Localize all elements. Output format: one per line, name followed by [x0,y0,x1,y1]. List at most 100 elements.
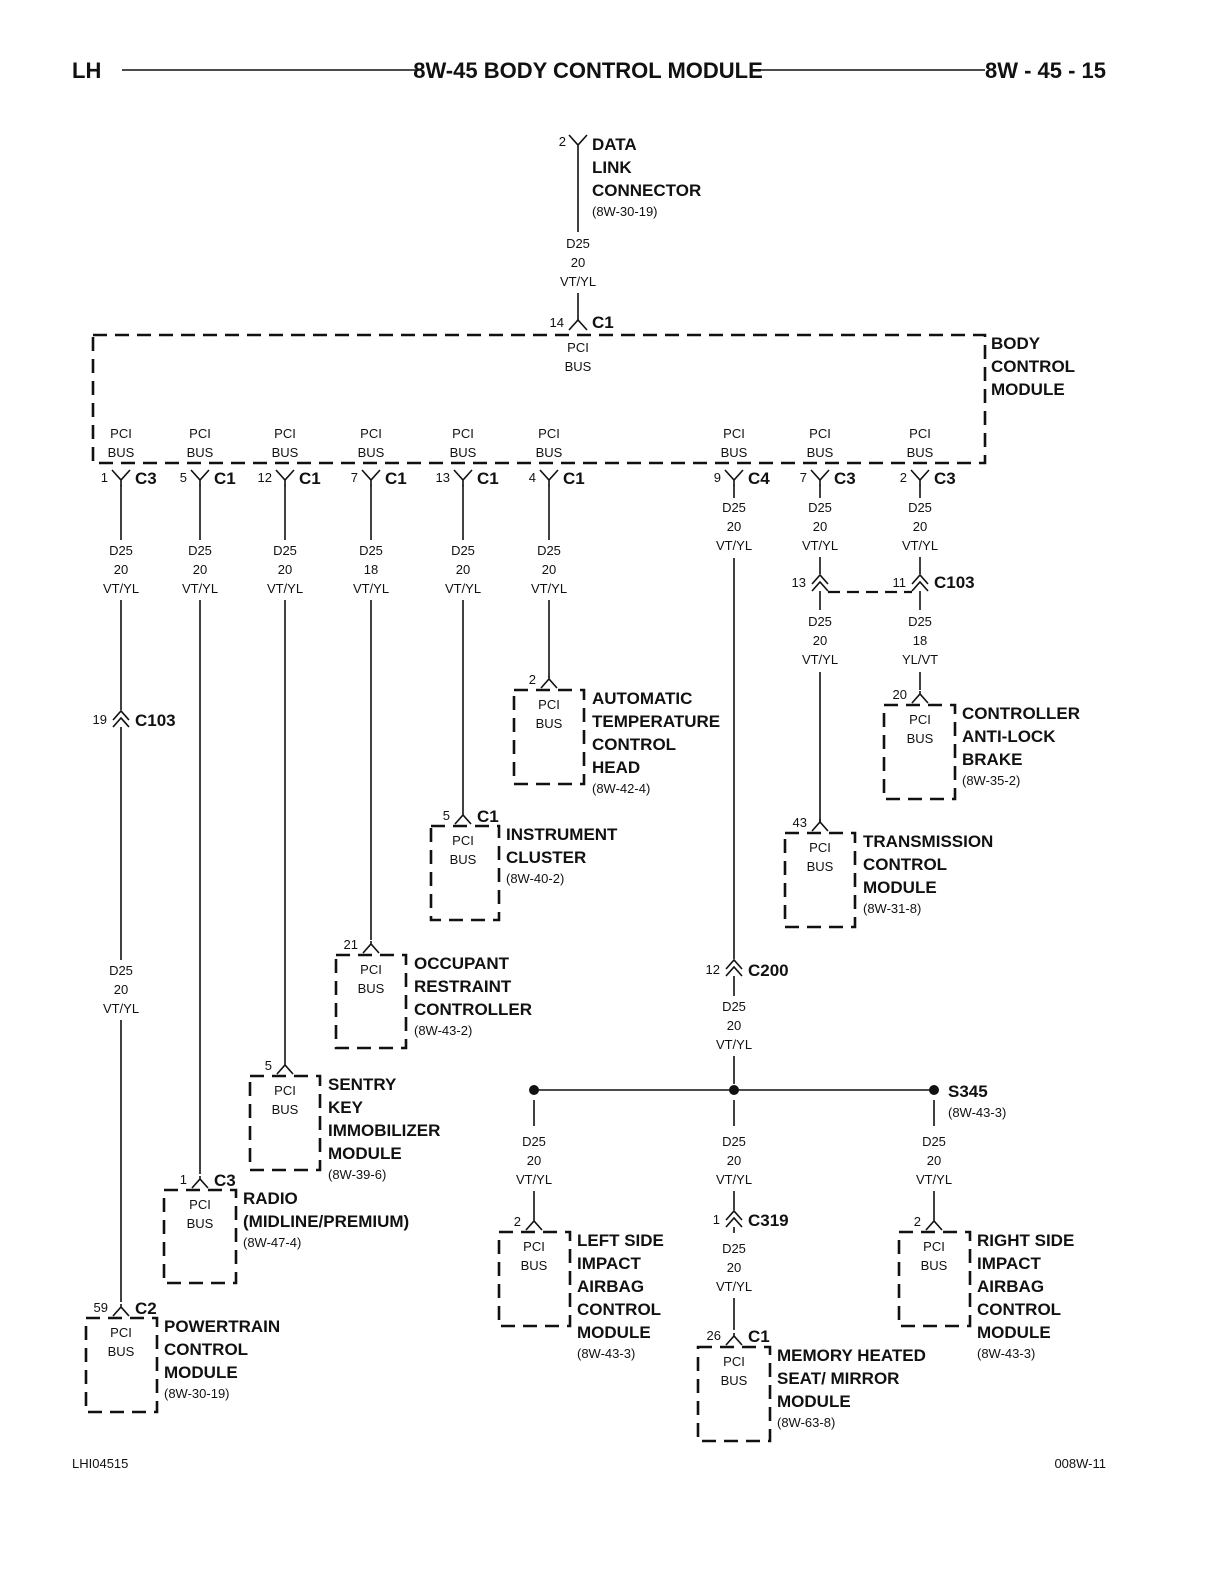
module-name-line: AIRBAG [977,1277,1044,1296]
svg-text:YL/VT: YL/VT [902,652,938,667]
module-pci: PCI [360,962,382,977]
svg-text:VT/YL: VT/YL [103,1001,139,1016]
splice-dot-center [729,1085,739,1095]
module-pin: 59 [94,1300,108,1315]
wire-label-splice-center: D25 20 VT/YL [716,1134,752,1187]
module-bus: BUS [108,1344,135,1359]
bcm-pin-bus: BUS [536,445,563,460]
c103-right-connector-a [811,573,829,592]
wire-label-7b: D25 20 VT/YL [716,999,752,1052]
svg-text:VT/YL: VT/YL [103,581,139,596]
bcm-pin-conn: C1 [563,469,585,488]
module-name-line: RESTRAINT [414,977,512,996]
body-control-module-box [91,333,987,465]
module-box [84,1316,159,1414]
module-pin: 26 [707,1328,721,1343]
module-connector [362,941,380,954]
bcm-pin-number: 7 [351,470,358,485]
bcm-top-conn: C1 [592,313,614,332]
svg-text:VT/YL: VT/YL [716,538,752,553]
module-name-line: RADIO [243,1189,298,1208]
footer-left: LHI04515 [72,1456,129,1471]
module-name-line: TRANSMISSION [863,832,993,851]
bcm-pin-pci: PCI [452,426,474,441]
bcm-top-bus: BUS [565,359,592,374]
module-pci: PCI [538,697,560,712]
svg-text:20: 20 [114,982,128,997]
header-left: LH [72,58,101,83]
bcm-pin-number: 1 [101,470,108,485]
module-conn: C3 [214,1171,236,1190]
svg-text:D25: D25 [722,1134,746,1149]
module-pin: 1 [180,1172,187,1187]
splice-ref: (8W-43-3) [948,1105,1006,1120]
c103-left-pin: 19 [93,712,107,727]
bcm-pin-pci: PCI [909,426,931,441]
c103-right-pin-b: 11 [893,575,907,590]
module-box [429,824,501,922]
bcm-pin-connector [724,469,744,486]
svg-text:20: 20 [456,562,470,577]
module-connector [911,691,929,704]
svg-text:VT/YL: VT/YL [531,581,567,596]
bcm-pin-number: 5 [180,470,187,485]
wire-label-5: D25 20 VT/YL [445,543,481,596]
module-name-line: MODULE [977,1323,1051,1342]
module-name-line: AUTOMATIC [592,689,692,708]
module-ref: (8W-35-2) [962,773,1020,788]
bcm-pin-conn: C3 [135,469,157,488]
header-page: 8W - 45 - 15 [985,58,1106,83]
c103-right-pin-a: 13 [792,575,806,590]
module-pin: 20 [893,687,907,702]
wire-label-splice-center-2: D25 20 VT/YL [716,1241,752,1294]
bcm-pin-number: 2 [900,470,907,485]
c103-left-connector [112,709,130,728]
module-name-line: AIRBAG [577,1277,644,1296]
svg-text:(8W-30-19): (8W-30-19) [592,204,658,219]
module-connector [112,1304,130,1317]
bcm-pin-conn: C1 [477,469,499,488]
svg-text:VT/YL: VT/YL [560,274,596,289]
svg-text:VT/YL: VT/YL [445,581,481,596]
module-connector [525,1218,543,1231]
wire-label-dlc: D25 20 VT/YL [560,236,596,289]
module-box [162,1188,238,1285]
bcm-pin-conn: C3 [934,469,956,488]
bcm-pin-bus: BUS [907,445,934,460]
c103-left-label: C103 [135,711,176,730]
module-name-line: IMPACT [977,1254,1042,1273]
svg-text:20: 20 [813,633,827,648]
module-name-line: IMMOBILIZER [328,1121,440,1140]
bcm-pin-connector [453,469,473,486]
bcm-pin-connector [910,469,930,486]
svg-text:D25: D25 [566,236,590,251]
module-bus: BUS [521,1258,548,1273]
svg-text:20: 20 [193,562,207,577]
bcm-top-pin: 14 [550,315,564,330]
wire-label-splice-left: D25 20 VT/YL [516,1134,552,1187]
module-ref: (8W-47-4) [243,1235,301,1250]
svg-text:VT/YL: VT/YL [716,1279,752,1294]
module-connector [925,1218,943,1231]
module-conn: C1 [748,1327,770,1346]
svg-text:18: 18 [913,633,927,648]
module-orc: 21PCIBUSOCCUPANTRESTRAINTCONTROLLER(8W-4… [334,937,532,1050]
svg-text:D25: D25 [188,543,212,558]
module-name-line: TEMPERATURE [592,712,720,731]
module-bus: BUS [907,731,934,746]
bcm-pin-bus: BUS [358,445,385,460]
module-box [783,831,857,929]
svg-text:20: 20 [913,519,927,534]
bcm-pin-number: 13 [436,470,450,485]
module-pci: PCI [723,1354,745,1369]
bcm-top-connector [568,318,588,331]
bcm-pin-bus: BUS [187,445,214,460]
module-tcm: 43PCIBUSTRANSMISSIONCONTROLMODULE(8W-31-… [783,815,993,929]
svg-text:D25: D25 [273,543,297,558]
